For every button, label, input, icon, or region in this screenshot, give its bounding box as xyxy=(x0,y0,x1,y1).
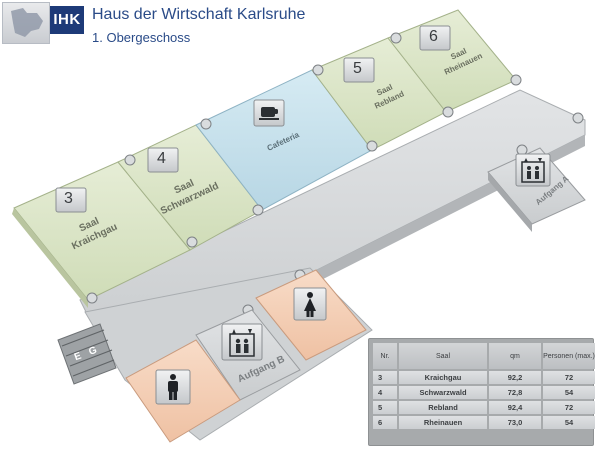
cell-saal: Rheinauen xyxy=(399,416,487,429)
woman-restroom-icon xyxy=(304,292,316,317)
cell-qm: 73,0 xyxy=(489,416,541,429)
cell-nr: 6 xyxy=(373,416,397,429)
column-header-nr: Nr. xyxy=(373,343,397,369)
cell-nr: 4 xyxy=(373,386,397,399)
man-restroom-icon xyxy=(168,374,178,400)
room-number-4: 4 xyxy=(157,150,166,167)
coffee-cup-icon xyxy=(259,107,279,120)
room-capacity-table: Nr. Saal qm Personen (max.) 3 Kraichgau … xyxy=(368,338,595,446)
table-row: 6 Rheinauen 73,0 54 xyxy=(373,416,595,429)
floor-subtitle: 1. Obergeschoss xyxy=(92,30,191,45)
cell-personen: 54 xyxy=(543,386,595,399)
cell-saal: Kraichgau xyxy=(399,371,487,384)
room-number-6: 6 xyxy=(429,28,438,45)
column-header-personen: Personen (max.) xyxy=(543,343,595,369)
cell-saal: Rebland xyxy=(399,401,487,414)
ihk-emblem xyxy=(2,2,50,44)
column-header-saal: Saal xyxy=(399,343,487,369)
cell-saal: Schwarzwald xyxy=(399,386,487,399)
emblem-shape-icon xyxy=(11,8,43,37)
cell-nr: 3 xyxy=(373,371,397,384)
cell-personen: 54 xyxy=(543,416,595,429)
cell-qm: 92,4 xyxy=(489,401,541,414)
cell-nr: 5 xyxy=(373,401,397,414)
table-header-row: Nr. Saal qm Personen (max.) xyxy=(373,343,595,369)
stairs-eg[interactable] xyxy=(57,323,117,385)
table-row: 4 Schwarzwald 72,8 54 xyxy=(373,386,595,399)
cell-qm: 72,8 xyxy=(489,386,541,399)
page-title: Haus der Wirtschaft Karlsruhe xyxy=(92,6,306,23)
elevator-icon xyxy=(229,329,255,357)
column-header-qm: qm xyxy=(489,343,541,369)
number-tiles xyxy=(55,25,451,213)
ihk-logo: IHK xyxy=(50,6,84,34)
room-number-5: 5 xyxy=(353,60,362,77)
elevator-icon xyxy=(521,158,545,183)
table-row: 5 Rebland 92,4 72 xyxy=(373,401,595,414)
cell-personen: 72 xyxy=(543,371,595,384)
table-row: 3 Kraichgau 92,2 72 xyxy=(373,371,595,384)
cell-qm: 92,2 xyxy=(489,371,541,384)
room-number-3: 3 xyxy=(64,190,73,207)
cell-personen: 72 xyxy=(543,401,595,414)
